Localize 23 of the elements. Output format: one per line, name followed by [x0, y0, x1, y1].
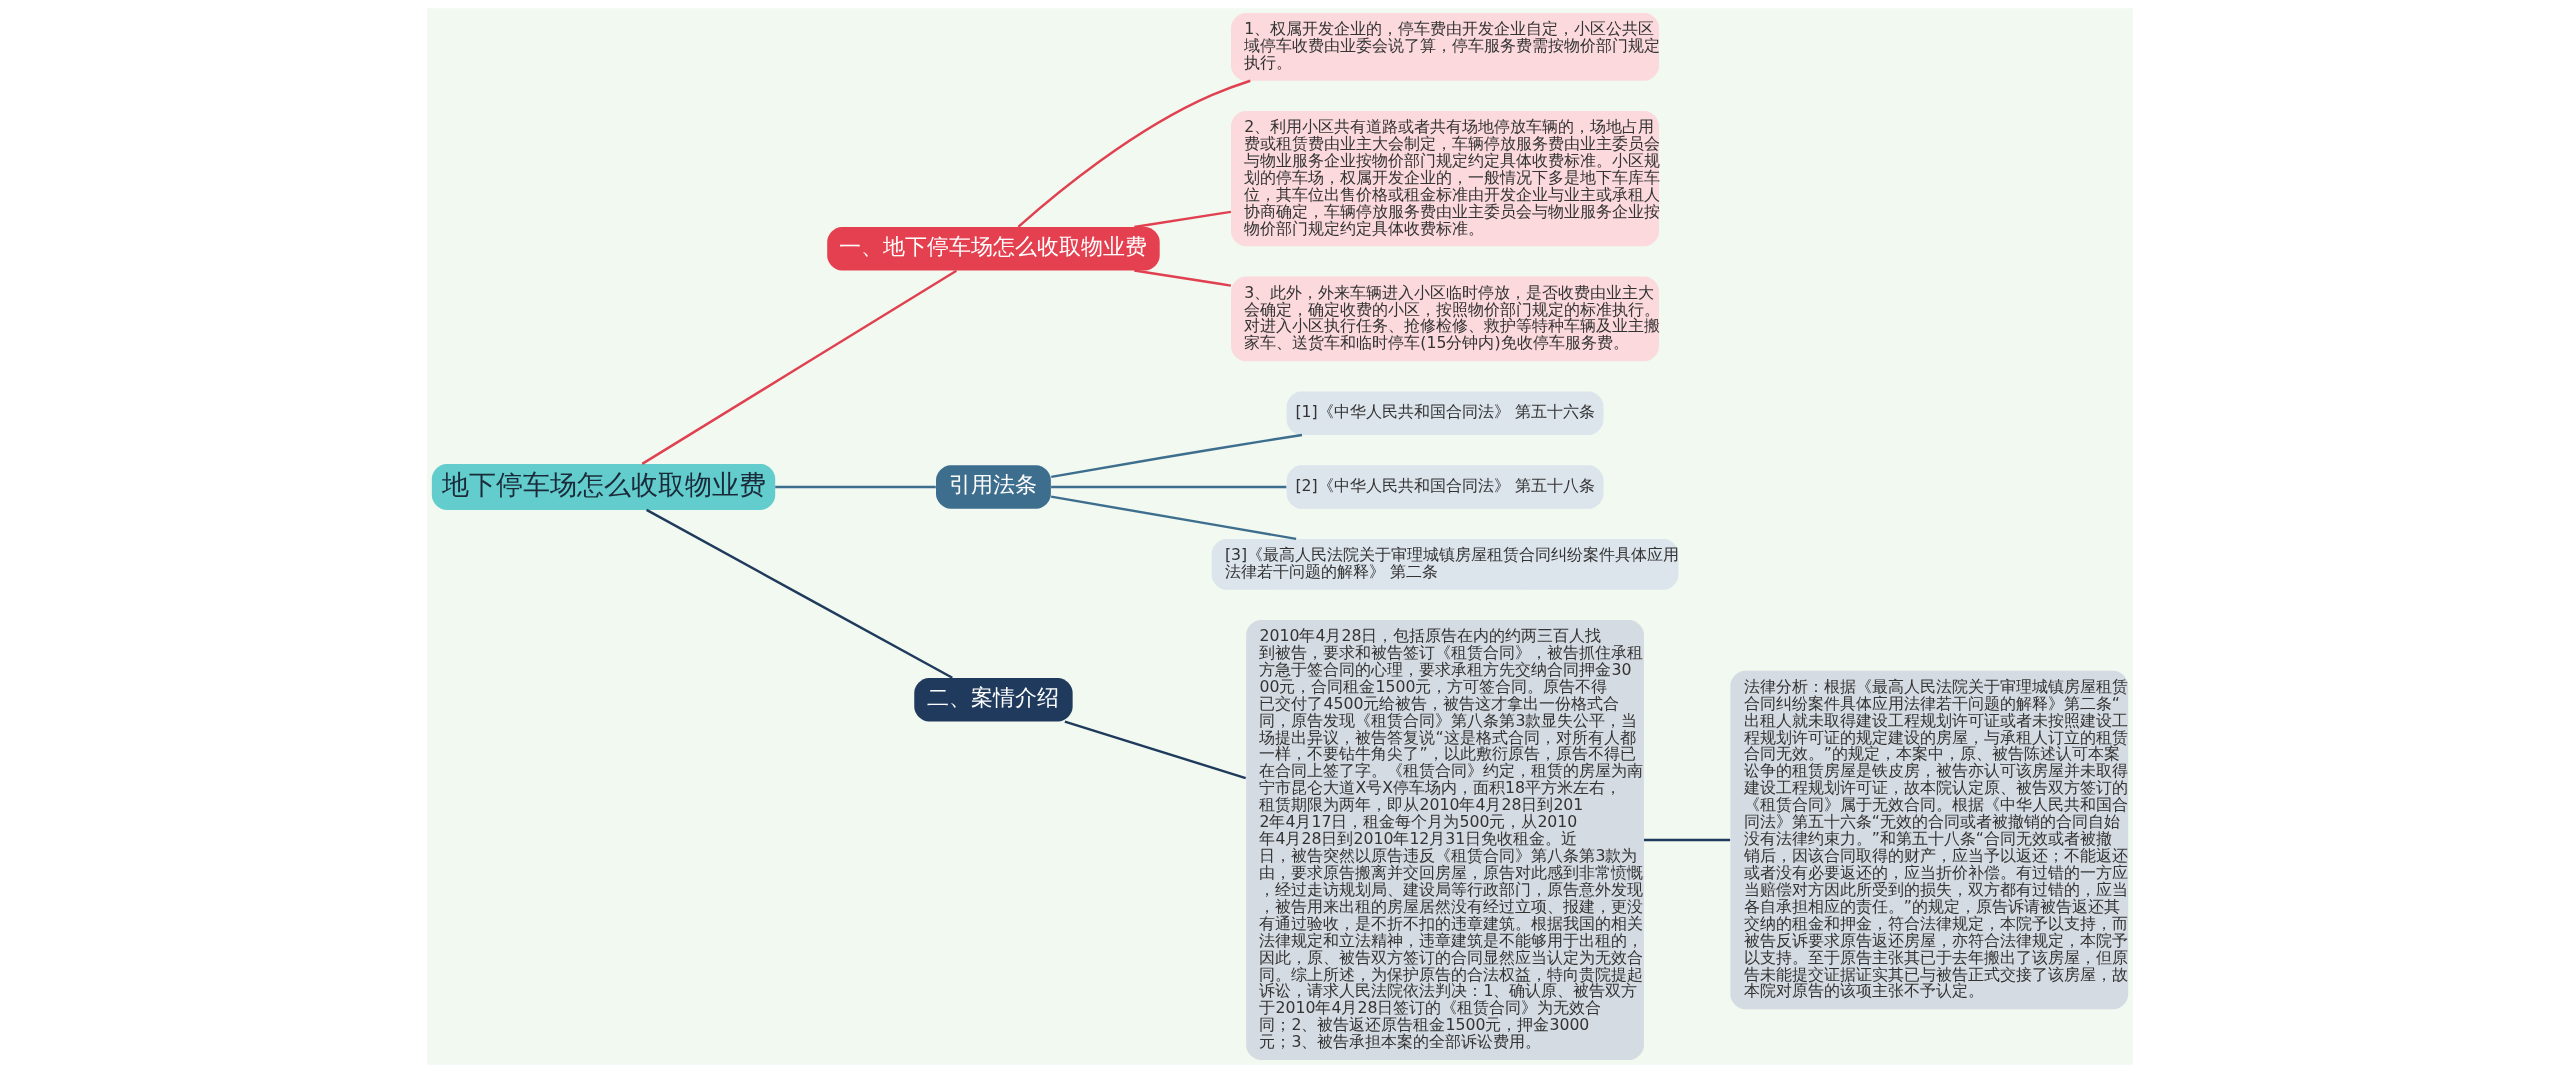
connector [1064, 720, 1247, 780]
connector [646, 508, 953, 679]
node-box: [2]《中华人民共和国合同法》 第五十八条 [1286, 465, 1604, 509]
connector [775, 485, 936, 489]
node-box: 3、此外，外来车辆进入小区临时停放，是否收费由业主大会确定，确定收费的小区，按照物价部门规定的标准执行。对进入小区执行任务、抢修检修、救护等特种车辆及业主搬家车、送货车和临时停车(15分钟内)免收停车服务费。 [1231, 276, 1660, 362]
node-box: 二、案情介绍 [914, 677, 1073, 722]
node-box: 一、地下停车场怎么收取物业费 [827, 227, 1160, 271]
connector [641, 269, 958, 465]
connector [1134, 269, 1232, 287]
node-box: 法律分析：根据《最高人民法院关于审理城镇房屋租赁合同纠纷案件具体应用法律若干问题的解释》第二条“出租人就未取得建设工程规划许可证或者未按照建设工程规划许可证的规定建设的房屋，与承租人订立的租赁合同无效。”的规定，本案中，原、被告陈述认可本案讼争的租赁房屋是铁皮房，被告亦认可该房屋并未取得建设工程规划许可证，故本院认定原、被告双方签订的《租赁合同》属于无效合同。根据《中华人民共和国合同法》第五十六条“无效的合同或者被撤销的合同自始没有法律约束力。”和第五十八条“合同无效或者被撤销后，因该合同取得的财产，应当予以返还；不能返还或者没有必要返还的，应当折价补偿。有过错的一方应当赔偿对方因此所受到的损失，双方都有过错的，应当各自承担相应的责任。”的规定，原告诉请被告返还其交纳的租金和押金，符合法律规定，本院予以支持，而被告反诉要求原告返还房屋，亦符合法律规定，本院予以支持。至于原告主张其已于去年搬出了该房屋，但原告未能提交证据证实其已与被告正式交接了该房屋，故本院对原告的该项主张不予认定。 [1730, 670, 2129, 1010]
node-box: 地下停车场怎么收取物业费 [431, 463, 776, 510]
node-box: [3]《最高人民法院关于审理城镇房屋租赁合同纠纷案件具体应用法律若干问题的解释》 第二条 [1211, 538, 1679, 590]
node-box: 2、利用小区共有道路或者共有场地停放车辆的，场地占用费或租赁费由业主大会制定，车辆停放服务费由业主委员会与物业服务企业按物价部门规定约定具体收费标准。小区规划的停车场，权属开发企业的，一般情况下多是地下车库车位，其车位出售价格或租金标准由开发企业与业主或承租人协商确定，车辆停放服务费由业主委员会与物业服务企业按物价部门规定约定具体收费标准。 [1231, 110, 1660, 247]
node-box: [1]《中华人民共和国合同法》 第五十六条 [1286, 391, 1604, 435]
connector [1051, 485, 1287, 489]
node-box: 2010年4月28日，包括原告在内的约两三百人找到被告，要求和被告签订《租赁合同》，被告抓住承租方急于签合同的心理，要求承租方先交纳合同押金3000元，合同租金1500元，方可签合同。原告不得已交付了4500元给被告，被告这才拿出一份格式合同，原告发现《租赁合同》第八条第3款显失公平，当场提出异议，被告答复说“这是格式合同，对所有人都一样，不要钻牛角尖了”，以此敷衍原告，原告不得已在合同上签了字。《租赁合同》约定，租赁的房屋为南宁市昆仑大道X号X停车场内，面积18平方米左右，租赁期限为两年，即从2010年4月28日到2012年4月17日，租金每个月为500元，从2010年4月28日到2010年12月31日免收租金。近日，被告突然以原告违反《租赁合同》第八条第3款为由，要求原告搬离并交回房屋，原告对此感到非常愤慨，经过走访规划局、建设局等行政部门，原告意外发现，被告用来出租的房屋居然没有经过立项、报建，更没有通过验收，是不折不扣的违章建筑。根据我国的相关法律规定和立法精神，违章建筑是不能够用于出租的，因此，原、被告双方签订的合同显然应当认定为无效合同。综上所述，为保护原告的合法权益，特向贵院提起诉讼，请求人民法院依法判决：1、确认原、被告双方于2010年4月28日签订的《租赁合同》为无效合同；2、被告返还原告租金1500元，押金3000元；3、被告承担本案的全部诉讼费用。 [1246, 619, 1644, 1061]
connector [1643, 838, 1731, 842]
connector [1134, 210, 1232, 229]
node-box: 1、权属开发企业的，停车费由开发企业自定，小区公共区域停车收费由业委会说了算，停车服务费需按物价部门规定执行。 [1231, 12, 1660, 81]
connector [1017, 79, 1251, 228]
node-box: 引用法条 [936, 465, 1051, 509]
connector [1051, 433, 1303, 479]
connector [1050, 495, 1297, 541]
